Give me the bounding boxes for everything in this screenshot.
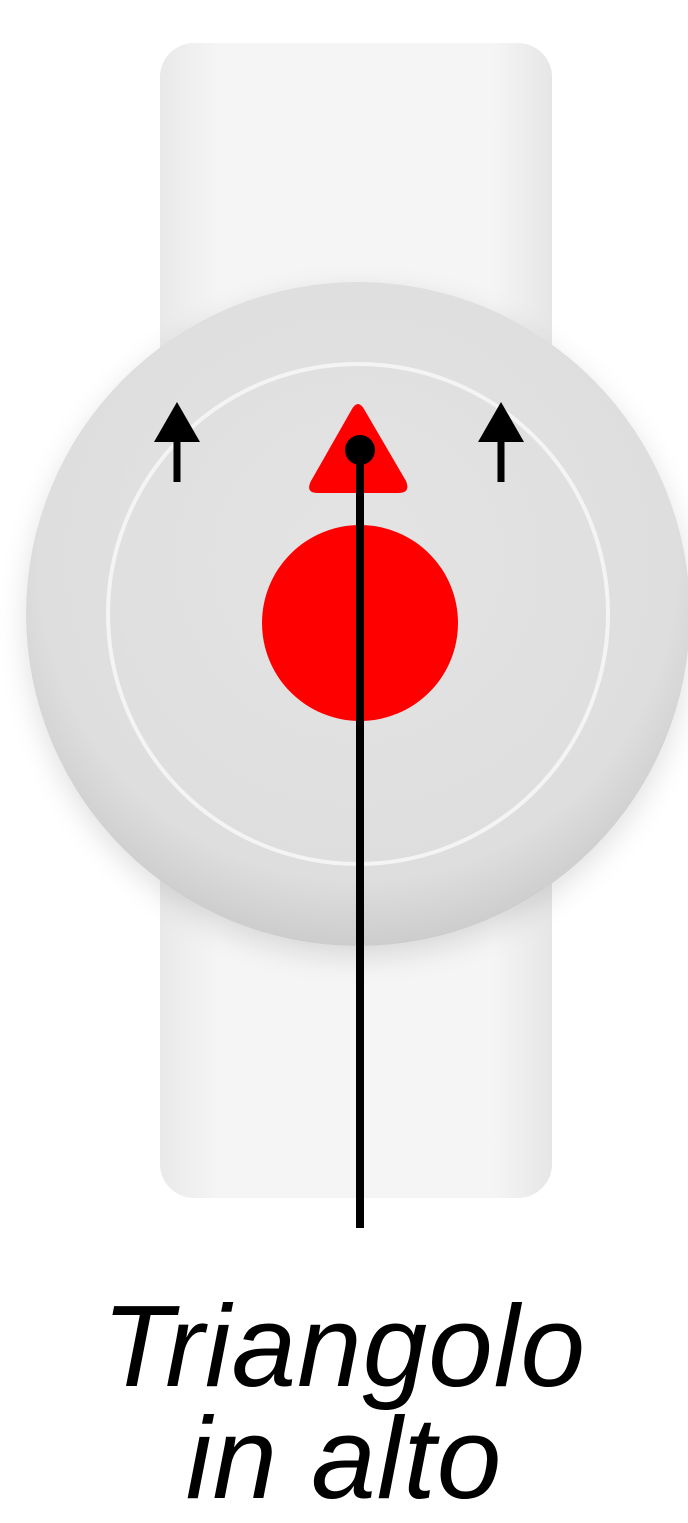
caption-line-1: Triangolo [102, 1281, 586, 1411]
caption-line-2: in alto [185, 1393, 503, 1523]
leader-dot [345, 435, 375, 465]
arrow-up-icon [154, 402, 200, 482]
arrow-up-icon [478, 402, 524, 482]
